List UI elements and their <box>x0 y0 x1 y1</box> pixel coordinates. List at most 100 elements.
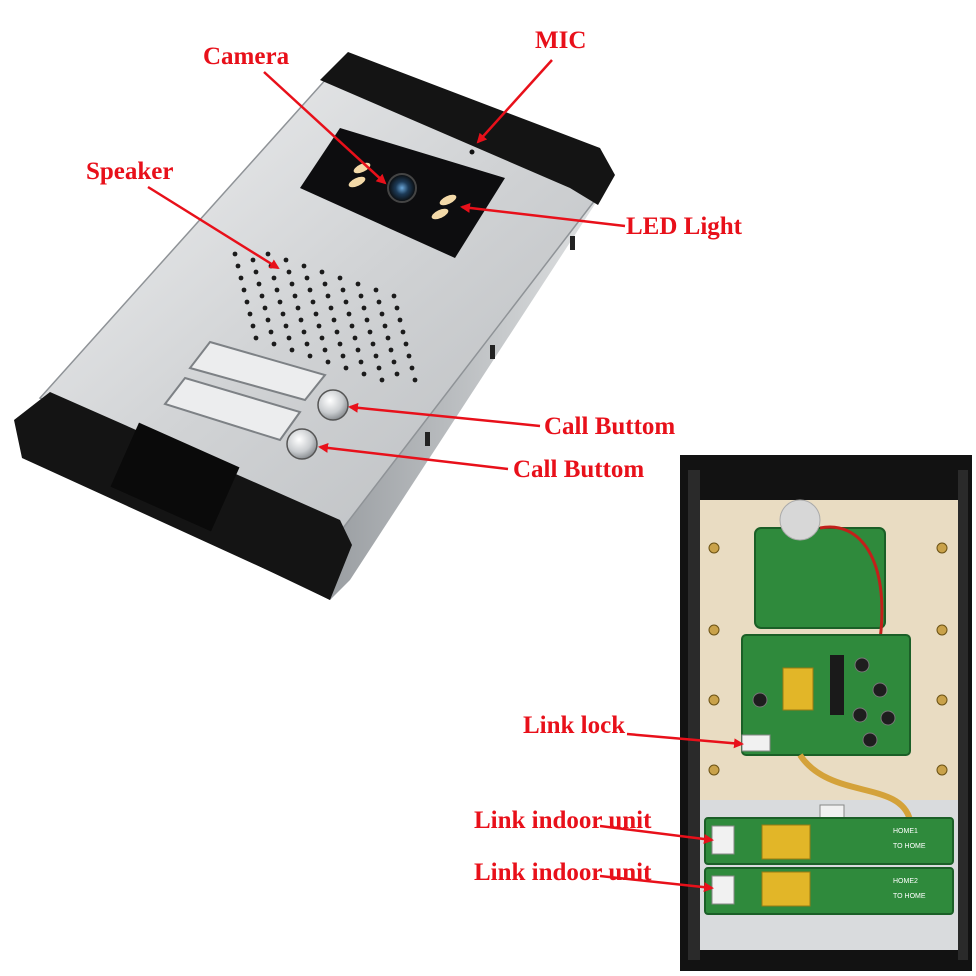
speaker-hole <box>307 287 313 293</box>
label-speaker: Speaker <box>86 158 174 185</box>
speaker-hole <box>343 365 349 371</box>
speaker-hole <box>301 329 307 335</box>
speaker-hole <box>253 335 259 341</box>
label-link-lock: Link lock <box>523 712 626 739</box>
speaker-hole <box>349 323 355 329</box>
capacitor <box>752 692 768 708</box>
speaker-hole <box>322 347 328 353</box>
speaker-hole <box>361 305 367 311</box>
camera-pcb <box>754 527 886 629</box>
speaker-hole <box>394 305 400 311</box>
speaker-hole <box>304 275 310 281</box>
door-unit <box>14 52 615 600</box>
speaker-hole <box>355 347 361 353</box>
screw <box>708 764 720 776</box>
capacitor <box>880 710 896 726</box>
speaker-hole <box>295 305 301 311</box>
speaker-hole <box>268 329 274 335</box>
speaker-hole <box>259 293 265 299</box>
speaker-hole <box>265 251 271 257</box>
arrow-link-indoor-1 <box>599 824 714 844</box>
speaker-hole <box>280 311 286 317</box>
speaker-hole <box>367 329 373 335</box>
capacitor <box>852 707 868 723</box>
speaker-hole <box>340 353 346 359</box>
speaker-hole <box>310 299 316 305</box>
relay-board-1-text-b: TO HOME <box>893 843 926 850</box>
nameplate-slot-2 <box>163 376 302 442</box>
label-call-button-2: Call Buttom <box>513 456 645 483</box>
screw <box>708 624 720 636</box>
speaker-hole <box>232 251 238 257</box>
speaker-grille <box>232 251 418 383</box>
camera-module <box>779 499 821 541</box>
speaker-hole <box>361 371 367 377</box>
speaker-hole <box>403 341 409 347</box>
speaker-hole <box>334 329 340 335</box>
speaker-hole <box>373 353 379 359</box>
side-notch-2 <box>425 432 430 446</box>
speaker-hole <box>358 293 364 299</box>
main-relay <box>782 667 814 711</box>
speaker-hole <box>319 269 325 275</box>
label-led-light: LED Light <box>626 213 743 240</box>
speaker-hole <box>277 299 283 305</box>
speaker-hole <box>319 335 325 341</box>
screw <box>936 764 948 776</box>
screw <box>936 694 948 706</box>
speaker-hole <box>286 335 292 341</box>
speaker-hole <box>301 263 307 269</box>
relay-board-2-text-a: HOME2 <box>893 878 918 885</box>
speaker-hole <box>352 335 358 341</box>
capacitor <box>862 732 878 748</box>
speaker-hole <box>358 359 364 365</box>
speaker-hole <box>409 365 415 371</box>
speaker-hole <box>379 311 385 317</box>
arrow-led <box>460 202 626 228</box>
relay-board-2: HOME2 TO HOME <box>704 867 954 915</box>
speaker-hole <box>328 305 334 311</box>
nameplate-slot-1 <box>188 340 327 402</box>
speaker-hole <box>340 287 346 293</box>
arrow-call-2 <box>318 442 509 471</box>
speaker-hole <box>274 287 280 293</box>
label-link-indoor-1: Link indoor unit <box>474 807 652 834</box>
wire-bundle <box>797 753 913 822</box>
speaker-hole <box>388 347 394 353</box>
speaker-hole <box>325 359 331 365</box>
bottom-trim-slot <box>110 422 240 532</box>
speaker-hole <box>325 293 331 299</box>
label-mic: MIC <box>535 27 587 54</box>
speaker-hole <box>238 275 244 281</box>
speaker-hole <box>292 293 298 299</box>
callout-arrows <box>147 59 744 893</box>
call-button-2[interactable] <box>286 428 318 460</box>
speaker-hole <box>241 287 247 293</box>
speaker-hole <box>364 317 370 323</box>
relay-board-1: HOME1 TO HOME <box>704 817 954 865</box>
speaker-hole <box>313 311 319 317</box>
speaker-hole <box>250 257 256 263</box>
speaker-hole <box>298 317 304 323</box>
arrow-call-1 <box>348 402 541 428</box>
speaker-hole <box>379 377 385 383</box>
speaker-hole <box>286 269 292 275</box>
speaker-hole <box>271 275 277 281</box>
led-cluster-right <box>431 194 457 220</box>
call-button-1[interactable] <box>317 389 349 421</box>
label-link-indoor-2: Link indoor unit <box>474 859 652 886</box>
speaker-hole <box>343 299 349 305</box>
screw <box>708 694 720 706</box>
speaker-hole <box>331 317 337 323</box>
speaker-hole <box>337 275 343 281</box>
speaker-hole <box>370 341 376 347</box>
speaker-hole <box>337 341 343 347</box>
mid-connector <box>819 804 845 820</box>
speaker-hole <box>289 281 295 287</box>
speaker-hole <box>385 335 391 341</box>
screw-group <box>708 542 948 776</box>
speaker-hole <box>247 311 253 317</box>
speaker-hole <box>304 341 310 347</box>
speaker-hole <box>376 299 382 305</box>
